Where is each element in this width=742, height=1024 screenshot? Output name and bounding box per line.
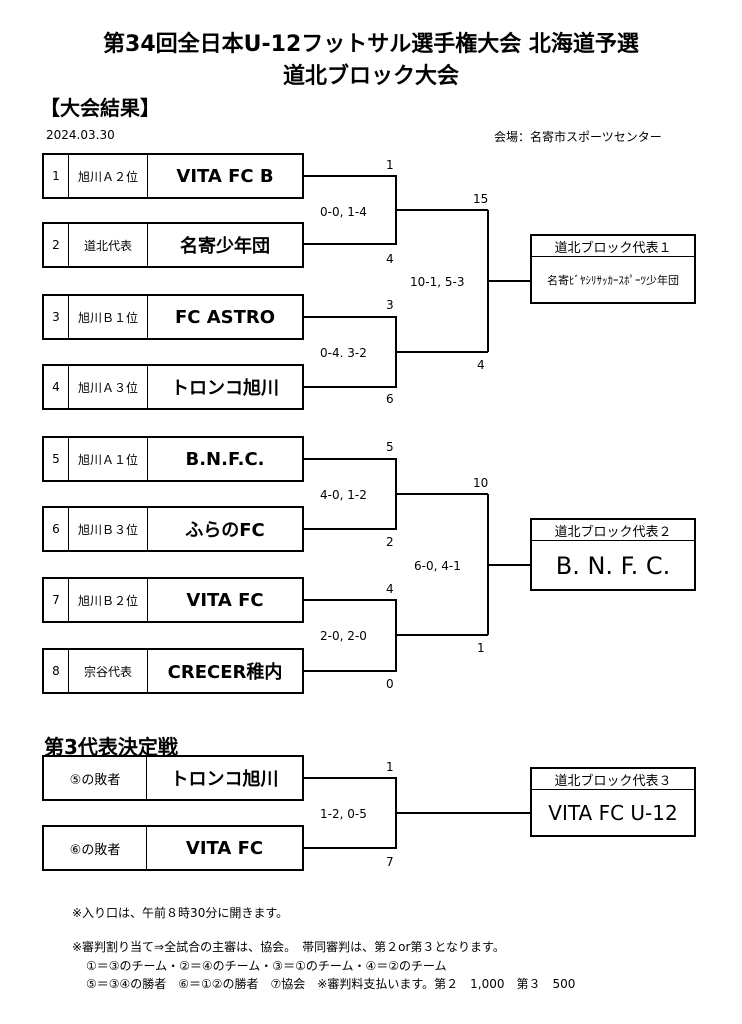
score-m1-bottom: 4 (386, 252, 394, 266)
score-m2-detail: 0-4. 3-2 (320, 346, 367, 360)
score-m2-top: 3 (386, 298, 394, 312)
score-m4-detail: 2-0, 2-0 (320, 629, 367, 643)
rep-box-2: 道北ブロック代表２ B. N. F. C. (530, 518, 696, 591)
rep-box-1: 道北ブロック代表１ 名寄ﾋﾞﾔｼﾘｻｯｶｰｽﾎﾟｰﾂ少年団 (530, 234, 696, 304)
team-row: 7 旭川Ｂ２位 VITA FC (42, 577, 304, 623)
rep-team: B. N. F. C. (555, 551, 671, 580)
team-number: 5 (44, 438, 69, 480)
score-s1-bottom: 4 (477, 358, 485, 372)
score-s2-detail: 6-0, 4-1 (414, 559, 461, 573)
team-group: 旭川Ａ２位 (69, 155, 148, 197)
rep-header: 道北ブロック代表３ (532, 769, 694, 790)
team-number: 8 (44, 650, 69, 692)
score-m3-bottom: 2 (386, 535, 394, 549)
team-row: 4 旭川Ａ３位 トロンコ旭川 (42, 364, 304, 410)
team-name: ふらのFC (185, 520, 265, 541)
team-row: 5 旭川Ａ１位 B.N.F.C. (42, 436, 304, 482)
note-referee: ※審判割り当て⇒全試合の主審は、協会。 帯同審判は、第２or第３となります。 (72, 940, 505, 954)
score-m4-top: 4 (386, 582, 394, 596)
rep-header: 道北ブロック代表２ (532, 520, 694, 541)
team-group: 宗谷代表 (69, 650, 148, 692)
page-title: 第34回全日本U-12フットサル選手権大会 北海道予選 (103, 32, 639, 57)
event-venue: 会場：名寄市スポーツセンター (494, 130, 662, 144)
event-date: 2024.03.30 (46, 128, 115, 142)
team-group: 旭川Ｂ１位 (69, 296, 148, 338)
team-name: VITA FC B (176, 165, 274, 187)
team-name: トロンコ旭川 (170, 769, 279, 790)
score-m1-top: 1 (386, 158, 394, 172)
team-row: 2 道北代表 名寄少年団 (42, 222, 304, 268)
team-name: VITA FC (186, 589, 264, 611)
page-subtitle: 道北ブロック大会 (282, 64, 459, 89)
team-row: 3 旭川Ｂ１位 FC ASTRO (42, 294, 304, 340)
team-row: ⑤の敗者 トロンコ旭川 (42, 755, 304, 801)
score-m1-detail: 0-0, 1-4 (320, 205, 367, 219)
rep-team: VITA FC U-12 (548, 801, 678, 825)
team-row: 1 旭川Ａ２位 VITA FC B (42, 153, 304, 199)
score-m4-bottom: 0 (386, 677, 394, 691)
score-m3-detail: 4-0, 1-2 (320, 488, 367, 502)
score-s1-detail: 10-1, 5-3 (410, 275, 465, 289)
team-group: 旭川Ａ３位 (69, 366, 148, 408)
note-assignment: ①＝③のチーム・②＝④のチーム・③＝①のチーム・④＝②のチーム (86, 959, 447, 973)
score-third-detail: 1-2, 0-5 (320, 807, 367, 821)
team-name: トロンコ旭川 (171, 378, 279, 399)
team-number: 3 (44, 296, 69, 338)
team-name: VITA FC (185, 837, 264, 859)
team-name: B.N.F.C. (185, 448, 265, 470)
team-number: 6 (44, 508, 69, 550)
team-row: 6 旭川Ｂ３位 ふらのFC (42, 506, 304, 552)
team-name: 名寄少年団 (180, 236, 270, 257)
score-m2-bottom: 6 (386, 392, 394, 406)
score-s2-bottom: 1 (477, 641, 485, 655)
team-row: ⑥の敗者 VITA FC (42, 825, 304, 871)
rep-box-3: 道北ブロック代表３ VITA FC U-12 (530, 767, 696, 837)
team-number: 2 (44, 224, 69, 266)
score-s2-top: 10 (473, 476, 489, 490)
team-name: CRECER稚内 (167, 662, 283, 683)
score-s1-top: 15 (473, 192, 489, 206)
score-third-bottom: 7 (386, 855, 394, 869)
team-number: 1 (44, 155, 69, 197)
team-group: 道北代表 (69, 224, 148, 266)
score-m3-top: 5 (386, 440, 394, 454)
team-name: FC ASTRO (174, 306, 276, 328)
note-fees: ⑤＝③④の勝者 ⑥＝①②の勝者 ⑦協会 ※審判料支払います。第２ 1,000 第… (86, 977, 576, 991)
rep-team: 名寄ﾋﾞﾔｼﾘｻｯｶｰｽﾎﾟｰﾂ少年団 (547, 274, 679, 287)
score-third-top: 1 (386, 760, 394, 774)
team-group: 旭川Ｂ２位 (69, 579, 148, 621)
team-number: 4 (44, 366, 69, 408)
team-group: ⑥の敗者 (44, 827, 147, 869)
team-group: ⑤の敗者 (44, 757, 147, 799)
team-group: 旭川Ａ１位 (69, 438, 148, 480)
team-number: 7 (44, 579, 69, 621)
team-row: 8 宗谷代表 CRECER稚内 (42, 648, 304, 694)
section-heading: 【大会結果】 (40, 96, 160, 120)
note-entrance: ※入り口は、午前８時30分に開きます。 (72, 906, 289, 920)
team-group: 旭川Ｂ３位 (69, 508, 148, 550)
rep-header: 道北ブロック代表１ (532, 236, 694, 257)
